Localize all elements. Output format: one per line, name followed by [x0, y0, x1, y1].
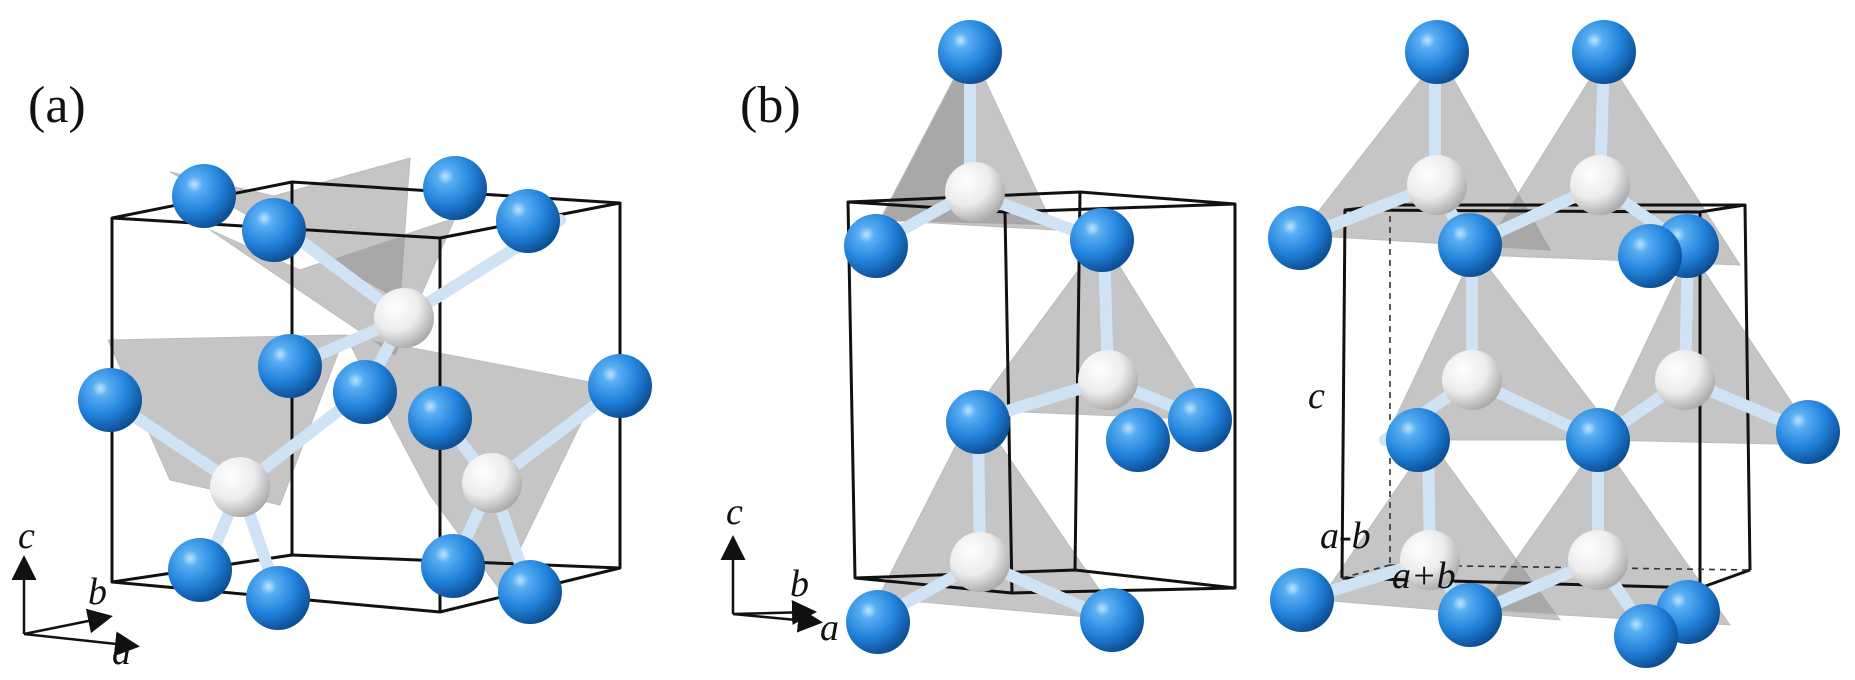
anion-atom [946, 390, 1010, 454]
anion-atom [1566, 408, 1630, 472]
anion-atom [242, 198, 306, 262]
panel-b-label: (b) [740, 77, 801, 134]
cell-bottom-face [110, 553, 622, 614]
anion-atom [1070, 208, 1134, 272]
panel-b-left-polyhedra [877, 46, 1216, 621]
panel-a: (a) [11, 77, 652, 673]
axis-c-label: c [726, 491, 743, 533]
panel-a-label: (a) [28, 77, 86, 134]
panel-a-axes: c b a [11, 515, 140, 673]
anion-atom [1438, 213, 1502, 277]
cation-atom [950, 532, 1010, 592]
anion-atom [1438, 583, 1502, 647]
panel-b-right-atoms [1268, 20, 1840, 668]
cation-atom [1078, 350, 1138, 410]
anion-atom [588, 354, 652, 418]
anion-atom [1106, 408, 1170, 472]
axis-b-label: b [88, 571, 107, 613]
anion-atom [172, 164, 236, 228]
anion-atom [1405, 20, 1469, 84]
cell-edge [846, 201, 857, 579]
cation-atom [1442, 350, 1502, 410]
cation-atom [945, 162, 1005, 222]
cation-atom [462, 453, 522, 513]
cation-atom [1407, 155, 1467, 215]
panel-b-axes: c b a [720, 491, 839, 649]
anion-atom [1386, 408, 1450, 472]
cell-edge [1341, 576, 1701, 590]
anion-atom [846, 590, 910, 654]
anion-atom [1270, 568, 1334, 632]
cation-atom [1570, 155, 1630, 215]
cation-atom [1400, 530, 1460, 590]
anion-atom [1168, 388, 1232, 452]
cation-atom [1655, 350, 1715, 410]
supercell-a-minus-b-label: a-b [1320, 515, 1371, 557]
cation-atom [1568, 530, 1628, 590]
anion-atom [258, 334, 322, 398]
anion-atom [1572, 20, 1636, 84]
anion-atom [1776, 400, 1840, 464]
axis-b-label: b [790, 563, 809, 605]
cation-atom [374, 288, 434, 348]
cell-edge [1003, 211, 1014, 594]
cation-atom [210, 457, 270, 517]
cell-hidden-edge [1341, 564, 1391, 579]
tetrahedron [974, 237, 1216, 421]
panel-b: (b) [720, 20, 1840, 668]
axis-a-label: a [112, 631, 131, 673]
anion-atom [246, 566, 310, 630]
axis-a-label: a [820, 607, 839, 649]
anion-atom [333, 360, 397, 424]
anion-atom [408, 386, 472, 450]
anion-atom [498, 560, 562, 624]
anion-atom [1614, 604, 1678, 668]
panel-b-right-labels: c a-b a+b [1308, 375, 1456, 597]
cell-edge [1340, 209, 1347, 579]
anion-atom [1080, 588, 1144, 652]
anion-atom [421, 534, 485, 598]
anion-atom [423, 156, 487, 220]
anion-atom [1268, 206, 1332, 270]
panel-a-atoms [78, 156, 652, 630]
anion-atom [1618, 224, 1682, 288]
anion-atom [938, 20, 1002, 84]
panel-b-right-polyhedra [1299, 54, 1821, 626]
tetrahedron [877, 407, 1122, 621]
anion-atom [844, 214, 908, 278]
supercell-a-plus-b-label: a+b [1392, 555, 1456, 597]
supercell-c-label: c [1308, 375, 1325, 417]
anion-atom [496, 189, 560, 253]
axis-c-label: c [18, 515, 35, 557]
panel-b-left-atoms [844, 20, 1232, 654]
anion-atom [78, 368, 142, 432]
cell-edge [1743, 204, 1752, 571]
anion-atom [168, 538, 232, 602]
cell-edge [1699, 568, 1751, 590]
tetrahedron [1299, 54, 1551, 251]
